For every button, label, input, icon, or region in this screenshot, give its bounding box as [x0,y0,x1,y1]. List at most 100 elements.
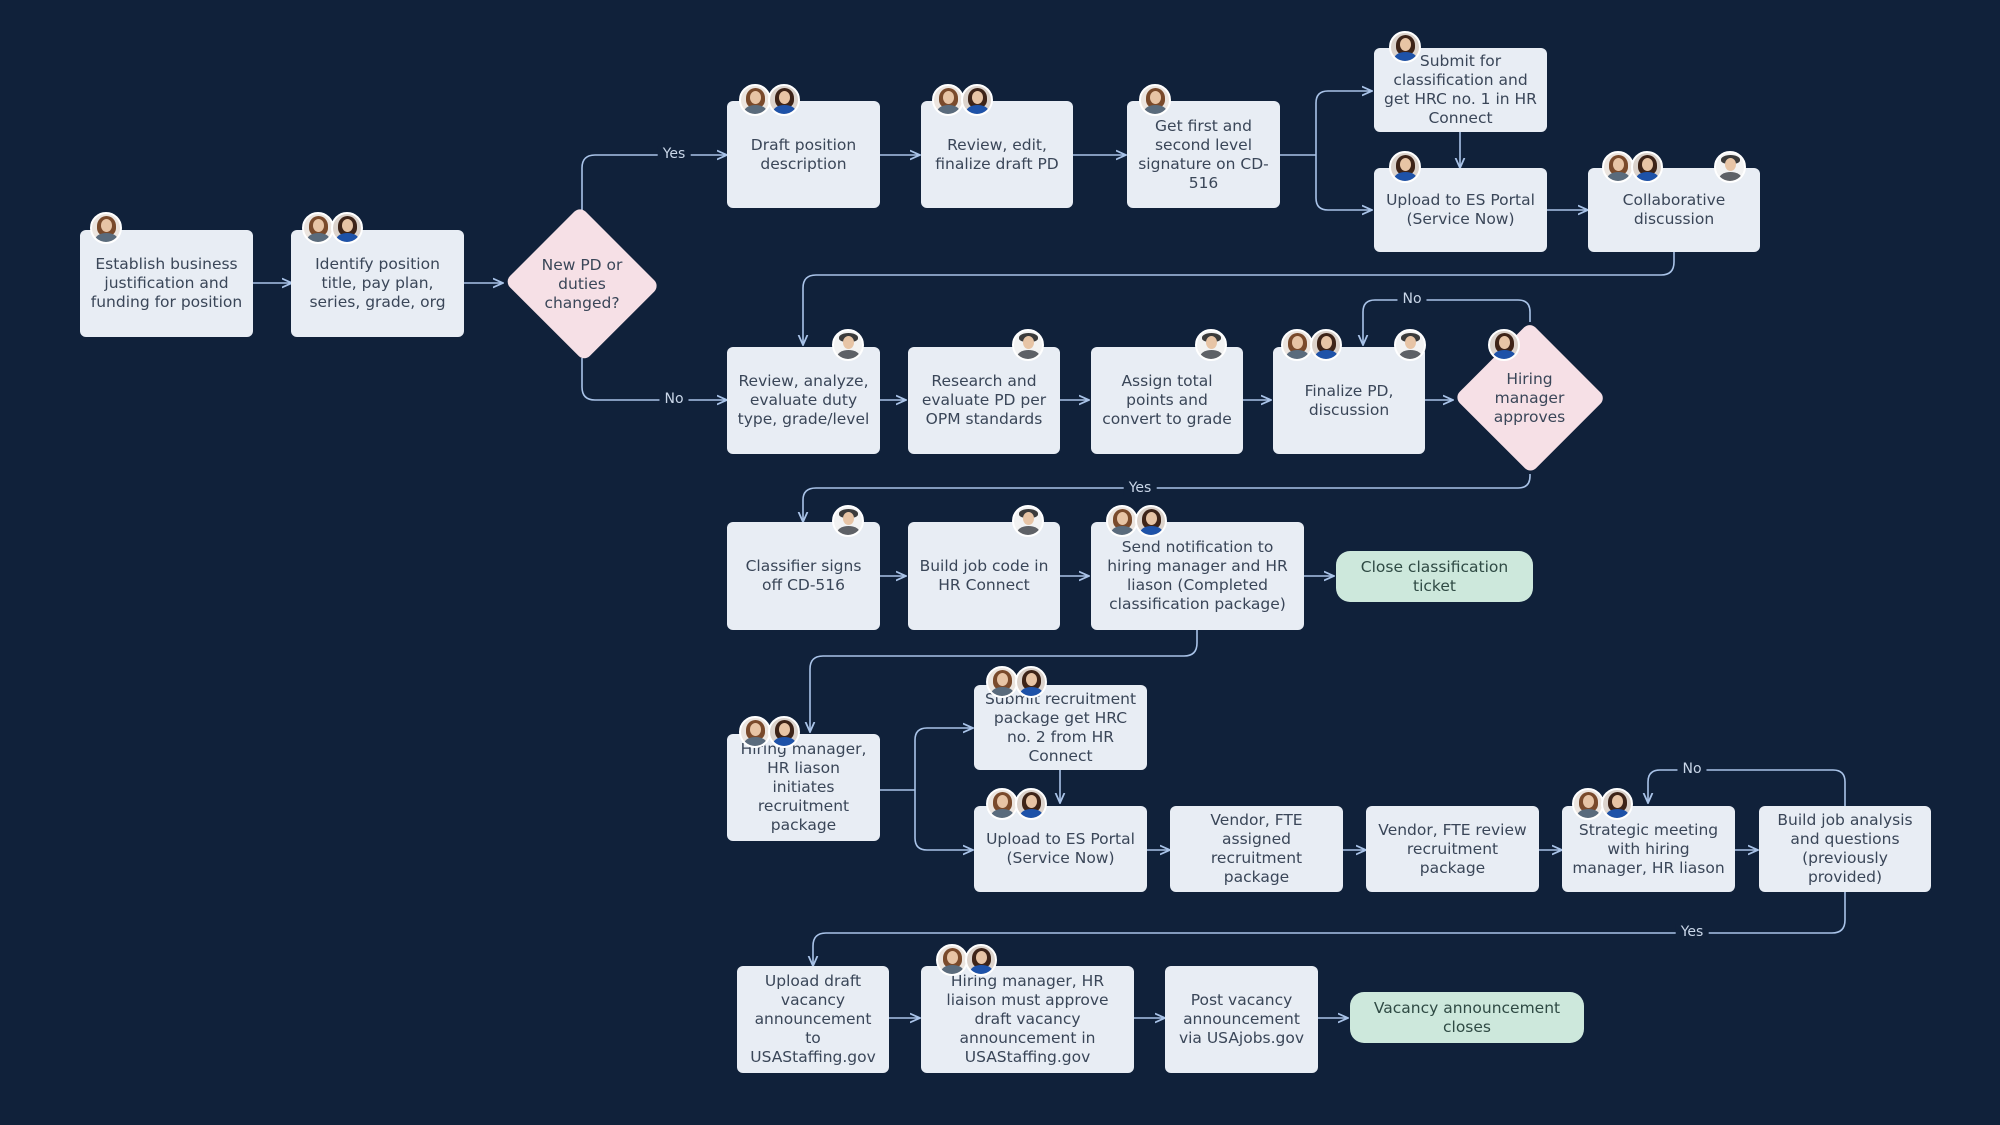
connector-split-n18 [914,790,973,850]
process-node-review-edit-pd[interactable]: Review, edit, finalize draft PD [921,101,1073,208]
node-label: Vacancy announcement closes [1373,998,1561,1036]
connector-d1-yes [581,155,727,210]
role-avatars [739,716,800,748]
edge-label-no: No [659,391,689,407]
node-label: Draft position description [750,135,857,173]
person-avatar-icon [1572,788,1604,820]
process-node-establish-justification[interactable]: Establish business justification and fun… [80,230,253,337]
process-node-vendor-review[interactable]: Vendor, FTE review recruitment package [1366,806,1539,892]
node-label: Get first and second level signature on … [1138,116,1269,192]
person-avatar-icon [1106,505,1138,537]
node-label: Vendor, FTE assigned recruitment package [1210,811,1303,886]
edge-label-no: No [1677,761,1707,777]
person-avatar-icon [1394,329,1426,361]
person-avatar-icon [739,84,771,116]
connector-d1-no [581,358,727,400]
node-label: Upload to ES Portal (Service Now) [1386,191,1535,228]
process-node-review-analyze[interactable]: Review, analyze, evaluate duty type, gra… [727,347,880,454]
process-node-initiate-recruitment[interactable]: Hiring manager, HR liason initiates recr… [727,734,880,841]
person-avatar-icon [1139,84,1171,116]
connector-n22-no [1648,769,1846,806]
person-avatar-icon [986,788,1018,820]
person-avatar-icon [1281,329,1313,361]
edge-label-no: No [1397,291,1427,307]
role-avatars [1488,329,1520,361]
node-label: Upload to ES Portal (Service Now) [986,830,1135,867]
node-label: Review, edit, finalize draft PD [935,135,1059,173]
person-avatar-icon [1012,329,1044,361]
node-label: Hiring manager, HR liaison must approve … [946,972,1109,1066]
process-node-get-signature[interactable]: Get first and second level signature on … [1127,101,1280,208]
role-avatars [1195,329,1227,361]
process-node-draft-pd[interactable]: Draft position description [727,101,880,208]
decision-node-hiring-manager-approves[interactable]: Hiring manager approves [1453,321,1606,475]
connector-n15-n16 [810,630,1198,732]
role-avatars [1389,31,1421,63]
person-avatar-icon [1389,151,1421,183]
process-node-vendor-assigned[interactable]: Vendor, FTE assigned recruitment package [1170,806,1343,892]
person-avatar-icon [1601,788,1633,820]
person-avatar-icon [932,84,964,116]
person-avatar-icon [90,212,122,244]
process-node-classifier-signs[interactable]: Classifier signs off CD-516 [727,522,880,630]
process-node-submit-recruitment[interactable]: Submit recruitment package get HRC no. 2… [974,685,1147,770]
role-avatars [1106,505,1167,537]
role-avatars [1714,151,1746,183]
node-label: New PD or duties changed? [541,255,623,312]
node-label: Classifier signs off CD-516 [745,557,862,594]
node-label: Submit recruitment package get HRC no. 2… [984,689,1137,765]
person-avatar-icon [986,666,1018,698]
node-label: Submit for classification and get HRC no… [1384,52,1537,127]
terminal-node-vacancy-closes[interactable]: Vacancy announcement closes [1350,992,1584,1043]
role-avatars [739,84,800,116]
role-avatars [1602,151,1663,183]
person-avatar-icon [331,212,363,244]
node-label: Post vacancy announcement via USAjobs.go… [1178,991,1305,1047]
process-node-send-notification[interactable]: Send notification to hiring manager and … [1091,522,1304,630]
role-avatars [932,84,993,116]
process-node-research-evaluate[interactable]: Research and evaluate PD per OPM standar… [908,347,1060,454]
connector-n22-yes [813,892,1846,966]
role-avatars [1012,505,1044,537]
process-node-finalize-pd[interactable]: Finalize PD, discussion [1273,347,1425,454]
connector-split-n7 [1315,155,1372,210]
process-node-post-vacancy[interactable]: Post vacancy announcement via USAjobs.go… [1165,966,1318,1073]
node-label: Strategic meeting with hiring manager, H… [1572,820,1725,877]
connector-d2-no [1363,299,1531,345]
person-avatar-icon [1488,329,1520,361]
process-node-submit-classification[interactable]: Submit for classification and get HRC no… [1374,48,1547,132]
connector-split-n17 [914,728,973,790]
role-avatars [302,212,363,244]
person-avatar-icon [1195,329,1227,361]
node-label: Send notification to hiring manager and … [1107,538,1288,613]
role-avatars [986,788,1047,820]
process-node-assign-points[interactable]: Assign total points and convert to grade [1091,347,1243,454]
node-label: Hiring manager approves [1493,369,1566,426]
person-avatar-icon [1714,151,1746,183]
role-avatars [936,944,997,976]
node-label: Hiring manager, HR liason initiates recr… [740,740,867,834]
terminal-node-close-ticket[interactable]: Close classification ticket [1336,551,1533,602]
process-node-build-job-analysis[interactable]: Build job analysis and questions (previo… [1759,806,1931,892]
process-node-upload-draft-vacancy[interactable]: Upload draft vacancy announcement to USA… [737,966,889,1073]
connector-d2-yes [803,474,1531,522]
decision-node-new-pd[interactable]: New PD or duties changed? [502,206,662,362]
process-node-approve-draft-vacancy[interactable]: Hiring manager, HR liaison must approve … [921,966,1134,1073]
node-label: Collaborative discussion [1622,191,1726,228]
edge-label-yes: Yes [1123,480,1157,496]
person-avatar-icon [768,84,800,116]
role-avatars [986,666,1047,698]
process-node-strategic-meeting[interactable]: Strategic meeting with hiring manager, H… [1562,806,1735,892]
person-avatar-icon [961,84,993,116]
person-avatar-icon [832,329,864,361]
node-label: Vendor, FTE review recruitment package [1378,820,1527,877]
process-node-build-job-code[interactable]: Build job code in HR Connect [908,522,1060,630]
process-node-upload-es-portal-2[interactable]: Upload to ES Portal (Service Now) [974,806,1147,892]
node-label: Establish business justification and fun… [90,255,243,311]
process-node-identify-position[interactable]: Identify position title, pay plan, serie… [291,230,464,337]
person-avatar-icon [739,716,771,748]
person-avatar-icon [936,944,968,976]
person-avatar-icon [1631,151,1663,183]
connector-split-n6 [1315,91,1372,155]
